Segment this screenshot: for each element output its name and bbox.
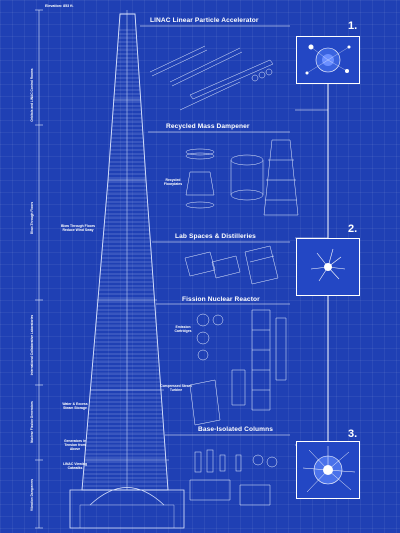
panel-number-3: 3. xyxy=(348,428,358,440)
panel-column-image xyxy=(296,441,360,499)
tower-base xyxy=(69,489,185,529)
panel-number-2: 2. xyxy=(348,223,358,235)
particle-burst-icon xyxy=(305,44,351,75)
panel-number-1: 1. xyxy=(348,20,358,32)
section-title-linac: LINAC Linear Particle Accelerator xyxy=(150,17,259,24)
callout-steam-turbine: Compressed Steam Turbine xyxy=(160,384,192,392)
panel-particle-image xyxy=(296,36,360,84)
callout-generators: Generators in Tension from Above xyxy=(63,439,87,451)
side-label-generators: Nuclear Fission Generators xyxy=(30,401,34,443)
side-label-laboratories: International Collaborative Laboratories xyxy=(30,314,34,376)
elevation-label: Elevation: 853 ft. xyxy=(45,4,74,8)
panel-fission-image xyxy=(296,238,360,296)
side-label-blow-through: Blow-Through Floors xyxy=(30,201,34,235)
tower-outline xyxy=(81,13,169,491)
section-title-dampener: Recycled Mass Dampener xyxy=(166,123,250,130)
fission-spark-icon xyxy=(310,248,346,282)
callout-linac-walkway: LINAC Viewing Catwalks xyxy=(62,462,88,470)
callout-water-steam: Water & Excess Steam Storage xyxy=(62,402,88,410)
callout-floorplates: Recycled Floorplates xyxy=(163,178,183,186)
component-sketches xyxy=(149,45,299,506)
section-title-lab: Lab Spaces & Distilleries xyxy=(175,233,256,240)
callout-emission-cartridges: Emission Cartridges xyxy=(174,325,192,333)
tower-floors xyxy=(82,29,168,487)
shattered-column-icon xyxy=(302,446,356,493)
section-title-reactor: Fission Nuclear Reactor xyxy=(182,296,260,303)
side-label-dampeners: Vibration Dampeners xyxy=(30,478,34,512)
section-title-columns: Base-Isolated Columns xyxy=(198,426,274,433)
side-label-orbitals: Orbitals and LINAC Control Rooms xyxy=(30,68,34,122)
callout-blow-through: Blow Through Floors Reduce Wind Sway xyxy=(60,224,96,232)
